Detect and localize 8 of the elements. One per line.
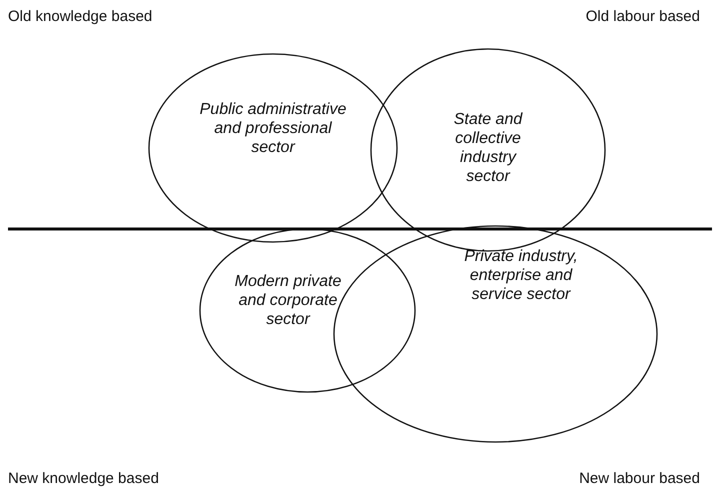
corner-label: Old knowledge based [8,8,152,25]
sector-label: State and collective industry sector [452,110,524,186]
corner-label: New knowledge based [8,470,159,487]
sector-label: Private industry, enterprise and service sector [463,247,579,304]
sector-label: Public administrative and professional sector [198,100,348,157]
corner-label: Old labour based [586,8,700,25]
corner-label: New labour based [579,470,700,487]
sector-label: Modern private and corporate sector [234,272,342,329]
